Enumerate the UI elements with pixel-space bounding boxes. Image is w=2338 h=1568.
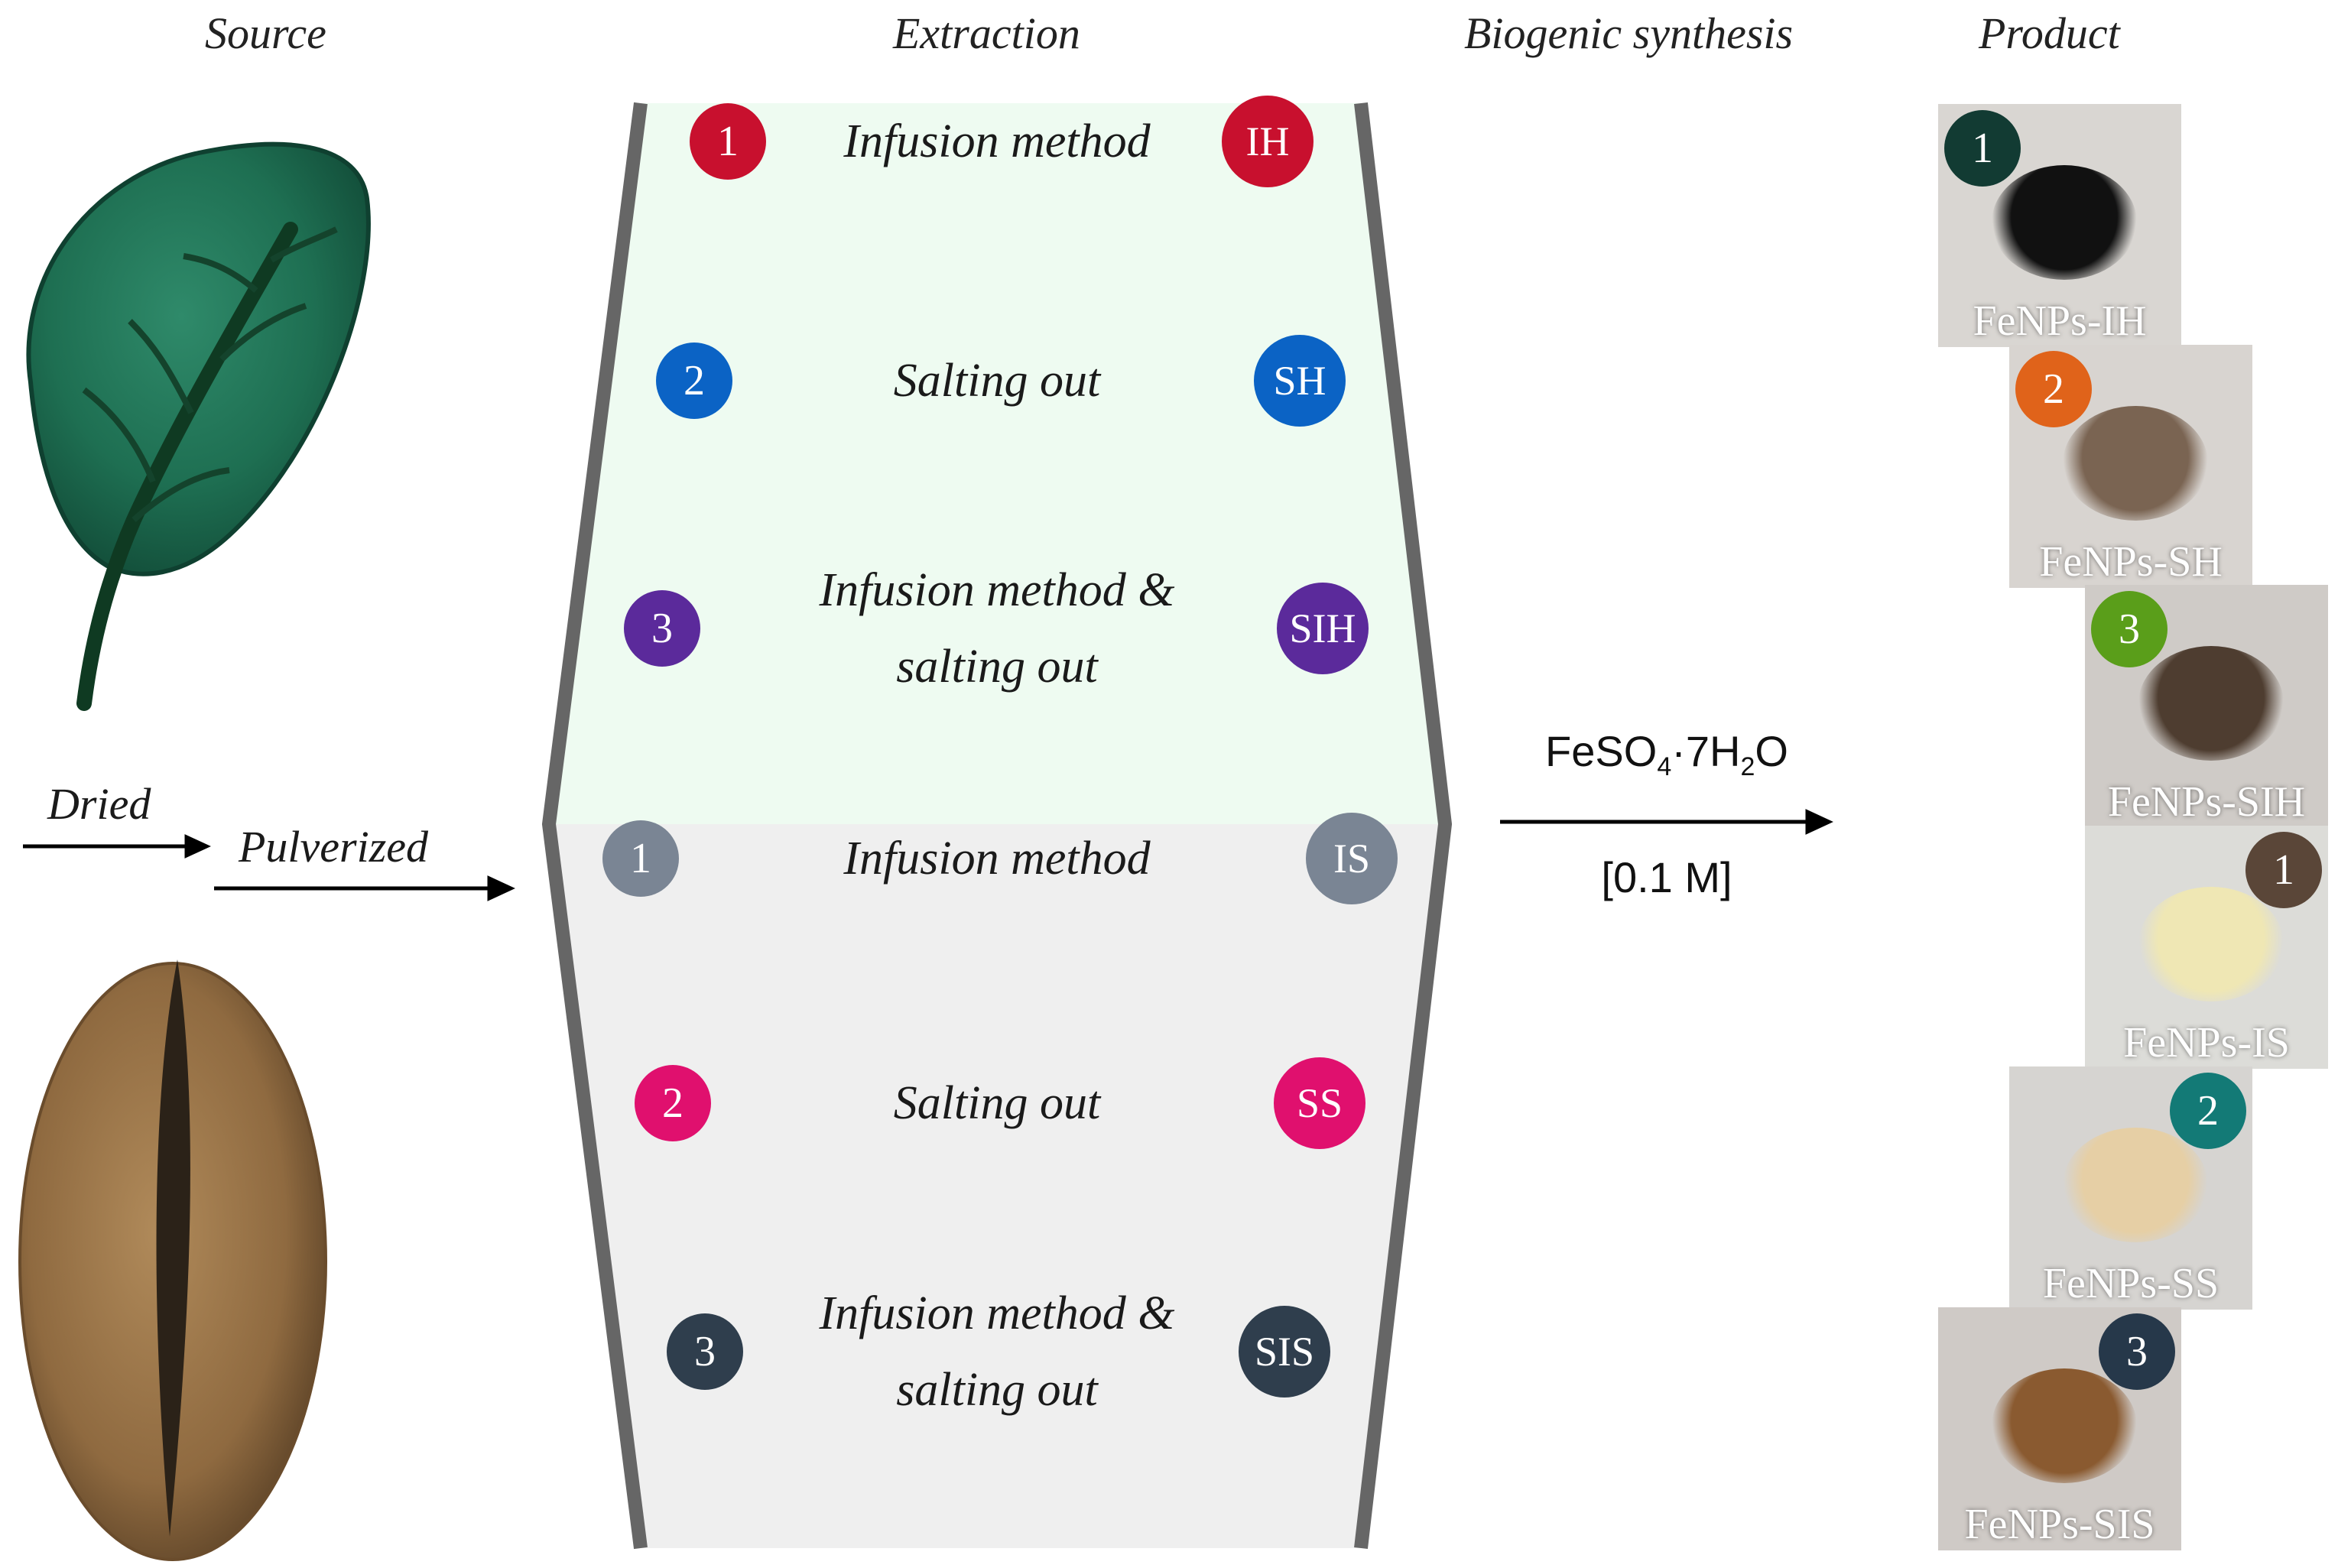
powder-pile xyxy=(1992,1368,2137,1483)
product-label: FeNPs-SIS xyxy=(1964,1501,2155,1548)
step-dried-label: Dried xyxy=(47,779,151,829)
header-product: Product xyxy=(1979,8,2120,58)
product-label: FeNPs-SIH xyxy=(2107,778,2306,826)
powder-pile xyxy=(2063,1128,2208,1242)
method-number-badge: 3 xyxy=(624,590,700,667)
extract-code-badge: IS xyxy=(1306,813,1398,904)
method-number-badge: 1 xyxy=(690,103,766,180)
powder-pile xyxy=(1992,165,2137,280)
method-number-badge: 1 xyxy=(602,820,679,897)
powder-pile xyxy=(2138,887,2284,1002)
method-label-line: Infusion method xyxy=(843,833,1151,885)
extract-code-badge: SIH xyxy=(1277,583,1369,674)
powder-pile xyxy=(2138,646,2284,761)
coffee-bean-icon xyxy=(18,959,327,1561)
method-label-line: salting out xyxy=(896,641,1098,693)
arrow-dried xyxy=(23,834,211,859)
product-number-badge: 2 xyxy=(2170,1073,2246,1149)
leaf-icon xyxy=(26,141,371,711)
method-number-badge: 3 xyxy=(667,1313,743,1390)
method-label: Infusion method xyxy=(729,820,1265,897)
extraction-panel-leaf xyxy=(549,103,1445,824)
method-label: Infusion method xyxy=(729,103,1265,180)
method-label: Infusion method & salting out xyxy=(729,552,1265,705)
extract-code-badge: IH xyxy=(1222,96,1314,187)
header-synthesis: Biogenic synthesis xyxy=(1464,8,1794,58)
product-label: FeNPs-IH xyxy=(1973,297,2147,345)
extract-code-badge: SS xyxy=(1274,1057,1365,1149)
product-number-badge: 1 xyxy=(1944,110,2021,187)
extraction-panel-bean xyxy=(549,824,1445,1548)
method-label: Salting out xyxy=(729,342,1265,419)
method-label-line: Infusion method xyxy=(843,115,1151,167)
method-label: Infusion method & salting out xyxy=(729,1275,1265,1428)
method-label-line: Salting out xyxy=(893,355,1101,407)
product-label: FeNPs-SH xyxy=(2039,538,2223,586)
product-number-badge: 3 xyxy=(2091,591,2168,667)
extraction-border-right xyxy=(1354,102,1453,1550)
arrow-synthesis xyxy=(1500,809,1833,835)
arrow-pulverized xyxy=(214,875,515,901)
header-source: Source xyxy=(205,8,326,58)
extract-code-badge: SH xyxy=(1254,335,1346,427)
reagent-concentration: [0.1 M] xyxy=(1601,853,1732,901)
method-label-line: salting out xyxy=(896,1364,1098,1416)
method-label-line: Infusion method & xyxy=(819,564,1175,616)
method-number-badge: 2 xyxy=(635,1065,711,1141)
product-label: FeNPs-SS xyxy=(2042,1260,2219,1307)
product-number-badge: 3 xyxy=(2099,1313,2175,1390)
header-extraction: Extraction xyxy=(893,8,1080,58)
extraction-border-left xyxy=(541,102,648,1550)
method-number-badge: 2 xyxy=(656,342,732,419)
step-pulverized-label: Pulverized xyxy=(239,822,429,872)
extract-code-badge: SIS xyxy=(1239,1306,1330,1398)
method-label: Salting out xyxy=(729,1065,1265,1141)
product-number-badge: 2 xyxy=(2015,351,2092,427)
product-number-badge: 1 xyxy=(2245,832,2322,908)
method-label-line: Infusion method & xyxy=(819,1287,1175,1339)
product-label: FeNPs-IS xyxy=(2123,1019,2290,1066)
method-label-line: Salting out xyxy=(893,1077,1101,1129)
reagent-formula: FeSO4·7H2O xyxy=(1545,727,1788,782)
powder-pile xyxy=(2063,406,2208,521)
